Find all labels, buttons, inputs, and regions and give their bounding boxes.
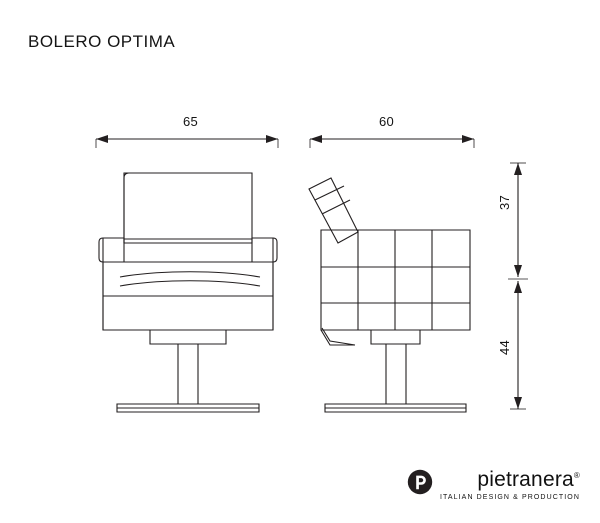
- dimension-label-height-upper: 37: [497, 194, 512, 210]
- dimension-heights: [508, 162, 528, 410]
- dimension-label-height-lower: 44: [497, 339, 512, 355]
- brand-name: pietranera®: [477, 469, 580, 490]
- dimension-label-side-width: 60: [379, 114, 395, 129]
- registered-mark: ®: [573, 471, 580, 480]
- brand-logo: pietranera® ITALIAN DESIGN & PRODUCTION: [407, 469, 580, 501]
- pietranera-mark-icon: [407, 469, 433, 495]
- front-view-chair: [98, 172, 278, 413]
- brand-name-text: pietranera: [477, 468, 574, 491]
- dimension-side-width: [309, 135, 475, 148]
- side-view-chair: [308, 177, 471, 413]
- brand-tagline: ITALIAN DESIGN & PRODUCTION: [439, 494, 580, 501]
- dimension-label-front-width: 65: [183, 114, 199, 129]
- dimension-front-width: [95, 135, 279, 148]
- page-title: BOLERO OPTIMA: [28, 32, 176, 51]
